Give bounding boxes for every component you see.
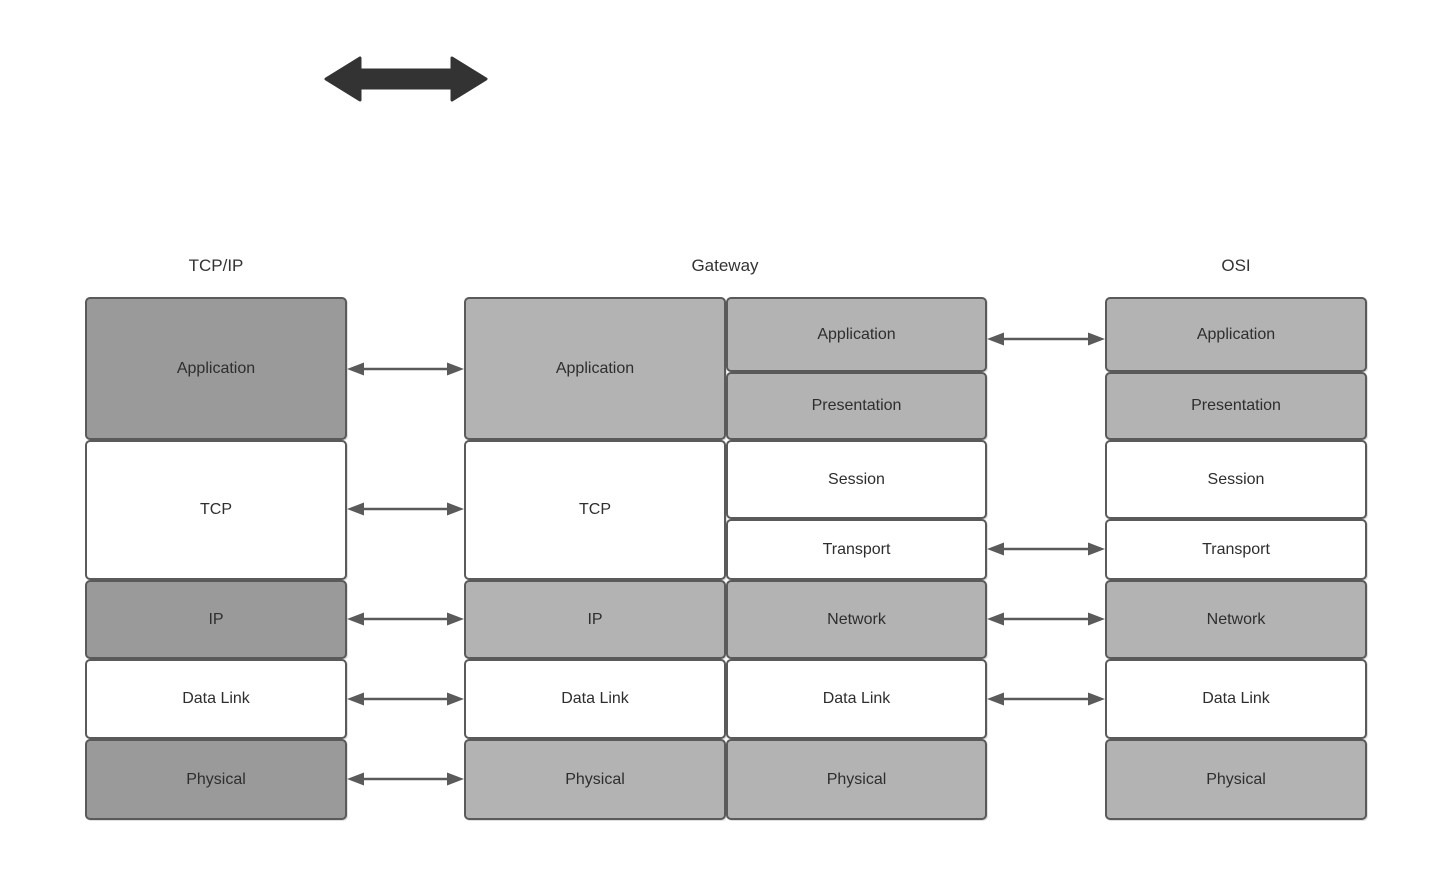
layer-tcpip-physical[interactable]: Physical <box>85 739 347 820</box>
layer-label: Application <box>176 359 256 377</box>
connector-gateway-osi-application <box>987 329 1105 349</box>
layer-gateway-ip[interactable]: IP <box>464 580 726 659</box>
connector-tcpip-gateway-physical <box>347 769 464 789</box>
layer-label: Physical <box>1206 770 1266 788</box>
layer-gateway-network[interactable]: Network <box>726 580 987 659</box>
layer-gateway-physical-left[interactable]: Physical <box>464 739 726 820</box>
layer-label: Presentation <box>811 397 902 414</box>
layer-osi-session[interactable]: Session <box>1105 440 1367 519</box>
layer-gateway-session[interactable]: Session <box>726 440 987 519</box>
layer-gateway-physical-right[interactable]: Physical <box>726 739 987 820</box>
column-title-gateway: Gateway <box>691 256 759 275</box>
layer-label: TCP <box>579 501 611 518</box>
layer-gateway-data-link-right[interactable]: Data Link <box>726 659 987 739</box>
bidirectional-arrow <box>322 52 490 106</box>
layer-label: Transport <box>1202 540 1270 558</box>
layer-label: Application <box>817 325 896 343</box>
layer-osi-network[interactable]: Network <box>1105 580 1367 659</box>
layer-label: Physical <box>186 770 246 788</box>
layer-label: Data Link <box>822 690 891 707</box>
layer-gateway-data-link-left[interactable]: Data Link <box>464 659 726 739</box>
layer-osi-transport[interactable]: Transport <box>1105 519 1367 580</box>
layer-osi-physical[interactable]: Physical <box>1105 739 1367 820</box>
layer-label: IP <box>587 610 603 628</box>
connector-gateway-osi-transport <box>987 539 1105 559</box>
layer-gateway-transport[interactable]: Transport <box>726 519 987 580</box>
layer-label: Data Link <box>182 690 250 707</box>
layer-label: TCP <box>200 501 232 518</box>
connector-tcpip-gateway-data-link <box>347 689 464 709</box>
layer-osi-application[interactable]: Application <box>1105 297 1367 372</box>
layer-label: Session <box>828 470 885 488</box>
layer-label: Data Link <box>561 690 629 707</box>
layer-tcpip-data-link[interactable]: Data Link <box>85 659 347 739</box>
layer-label: Transport <box>822 540 891 558</box>
layer-gateway-tcp[interactable]: TCP <box>464 440 726 580</box>
connector-tcpip-gateway-application <box>347 359 464 379</box>
layer-label: Physical <box>565 770 625 788</box>
layer-tcpip-tcp[interactable]: TCP <box>85 440 347 580</box>
layer-label: Application <box>1196 325 1276 343</box>
connector-gateway-osi-network <box>987 609 1105 629</box>
layer-tcpip-ip[interactable]: IP <box>85 580 347 659</box>
layer-gateway-application-right[interactable]: Application <box>726 297 987 372</box>
connector-gateway-osi-data-link <box>987 689 1105 709</box>
layer-tcpip-application[interactable]: Application <box>85 297 347 440</box>
layer-osi-presentation[interactable]: Presentation <box>1105 372 1367 440</box>
connector-tcpip-gateway-tcp <box>347 499 464 519</box>
layer-label: Network <box>827 610 886 628</box>
column-title-tcpip: TCP/IP <box>188 256 244 275</box>
column-title-osi: OSI <box>1221 256 1251 275</box>
layer-label: Physical <box>826 770 887 788</box>
layer-label: IP <box>208 610 224 628</box>
layer-label: Session <box>1207 470 1265 488</box>
layer-gateway-application-left[interactable]: Application <box>464 297 726 440</box>
layer-label: Data Link <box>1202 690 1270 707</box>
layer-osi-data-link[interactable]: Data Link <box>1105 659 1367 739</box>
layer-label: Network <box>1206 610 1266 628</box>
layer-label: Application <box>555 359 635 377</box>
layer-gateway-presentation[interactable]: Presentation <box>726 372 987 440</box>
layer-label: Presentation <box>1191 397 1281 414</box>
connector-tcpip-gateway-ip <box>347 609 464 629</box>
